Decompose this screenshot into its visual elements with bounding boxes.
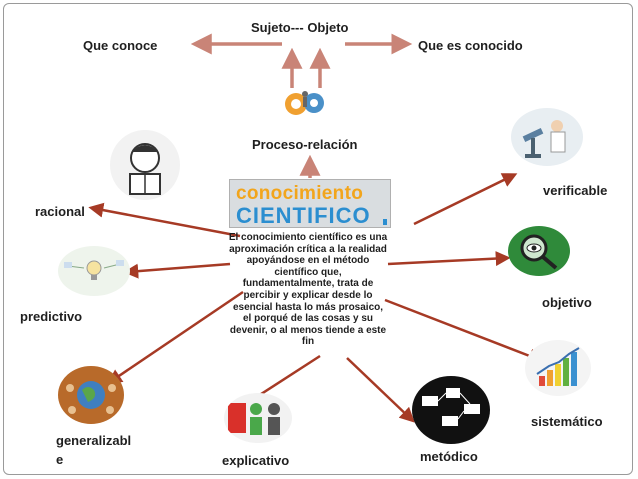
objetivo-label: objetivo [542,295,592,310]
logo-line1: conocimiento [236,183,364,204]
que-conoce-label: Que conoce [83,38,158,53]
magnifier-eye-icon [508,226,570,276]
arrow-to-objetivo [387,251,511,267]
conocimiento-cientifico-logo: conocimiento CIENTIFICO ​ [229,179,391,228]
explicativo-label: explicativo [222,453,290,468]
arrow-to-sistematico [384,298,544,363]
arrow-to-verificable [413,173,518,226]
presentation-people-icon [224,393,292,443]
logo-tag: ​ [383,219,387,225]
racional-label: racional [35,204,85,219]
predictivo-label: predictivo [20,309,83,324]
generalizable-label-2: e [56,452,64,467]
arrow-to-predictivo [123,262,231,279]
logo-line2: CIENTIFICO [236,203,371,228]
gears-people-icon [282,86,328,122]
diagram-frame [3,3,633,475]
lightbulb-diagram-icon [58,246,130,296]
sistematico-label: sistemático [531,414,603,429]
bar-chart-growth-icon [525,340,591,396]
world-people-icon [58,366,124,424]
arrow-to-metodico [346,357,415,423]
thinking-man-icon [110,130,180,200]
scientist-microscope-icon [511,108,583,166]
metodico-label: metódico [420,449,478,464]
sujeto-objeto-label: Sujeto--- Objeto [251,20,349,35]
verificable-label: verificable [543,183,608,198]
flowchart-icon [412,376,490,444]
definition-text: El conocimiento científico es una aproxi… [228,232,388,348]
que-es-conocido-label: Que es conocido [418,38,523,53]
arrow-to-racional [88,202,241,238]
proceso-relacion-label: Proceso-relación [252,137,358,152]
generalizable-label-1: generalizabl [56,433,132,448]
arrow-to-generalizable [106,290,244,385]
